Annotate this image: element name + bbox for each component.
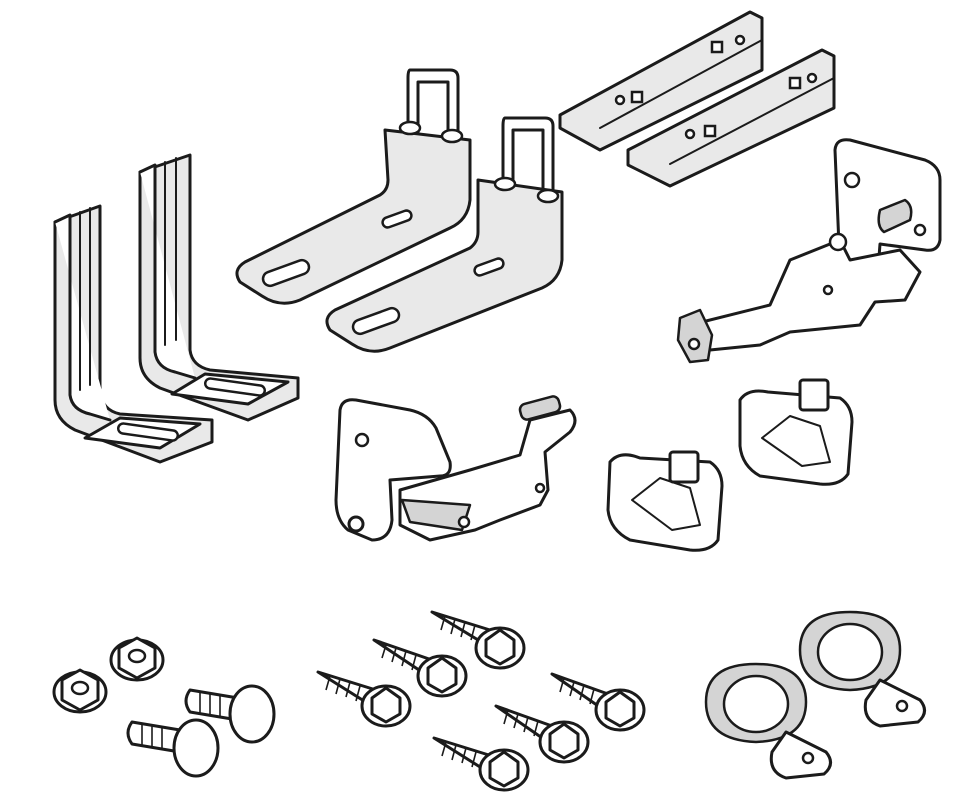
l-bracket-right [138, 153, 300, 422]
cable-clamp-front [704, 662, 832, 780]
carriage-bolt-front [126, 718, 220, 778]
cable-clamp-back [798, 610, 926, 728]
angle-rail-front [626, 48, 836, 188]
carriage-bolt-back [184, 684, 276, 744]
flange-nut-right [109, 636, 165, 682]
hinge-cover-left [606, 450, 724, 552]
l-bracket-left [53, 204, 214, 464]
screw-1 [430, 610, 526, 670]
screw-6 [432, 736, 530, 792]
door-hinge-lower [334, 395, 577, 542]
flange-nut-left [52, 668, 108, 714]
u-bolt-bracket-back [235, 68, 472, 305]
screw-4 [550, 672, 646, 732]
screw-2 [372, 638, 468, 698]
u-bolt-bracket-front [325, 116, 564, 353]
door-hinge-upper [676, 138, 942, 364]
angle-rail-back [558, 10, 764, 152]
screw-3 [316, 670, 412, 728]
hinge-cover-right [738, 378, 854, 486]
screw-5 [494, 704, 590, 764]
